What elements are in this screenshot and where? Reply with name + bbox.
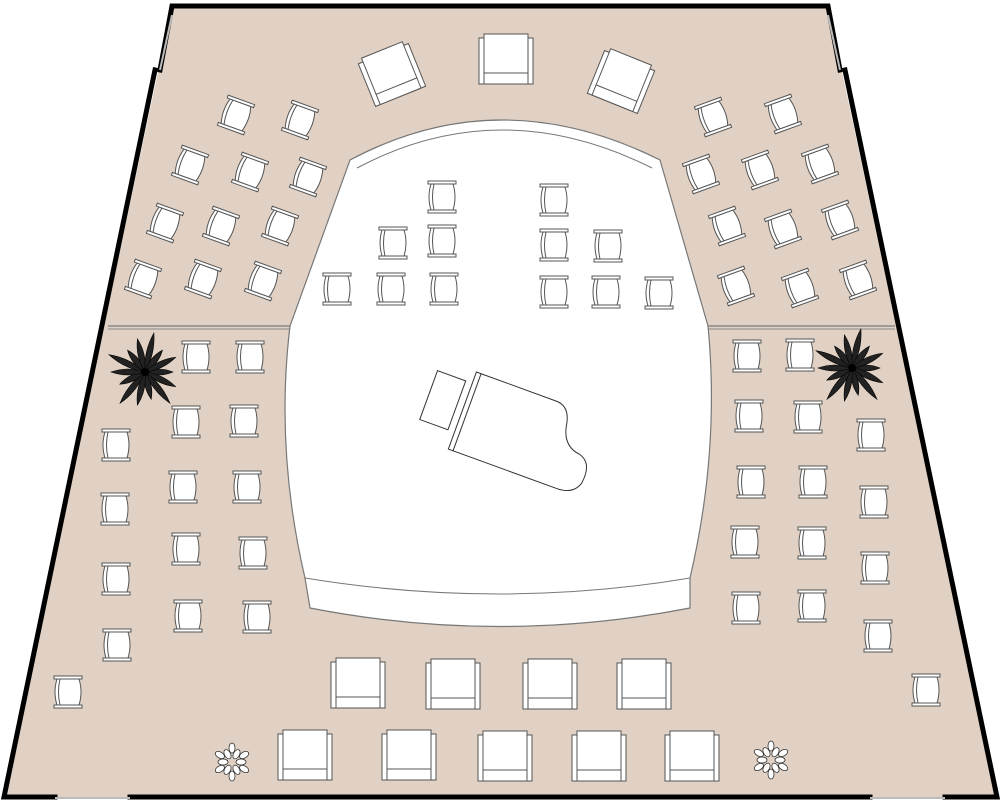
chair-icon bbox=[707, 205, 747, 247]
chair-icon bbox=[591, 275, 621, 309]
armchair-icon bbox=[522, 658, 578, 710]
chair-icon bbox=[242, 600, 272, 634]
chair-icon bbox=[427, 180, 457, 214]
chair-icon bbox=[800, 143, 840, 185]
chair-icon bbox=[732, 339, 762, 373]
chair-icon bbox=[780, 267, 820, 309]
grand-piano-icon bbox=[419, 370, 587, 492]
chair-icon bbox=[101, 562, 131, 596]
armchair-icon bbox=[571, 730, 627, 782]
chair-icon bbox=[243, 260, 283, 302]
chair-icon bbox=[238, 536, 268, 570]
chair-icon bbox=[797, 589, 827, 623]
flower-plant-icon bbox=[214, 742, 250, 782]
armchair-icon bbox=[478, 33, 534, 85]
stage bbox=[284, 119, 712, 628]
chair-icon bbox=[716, 265, 756, 307]
chair-icon bbox=[681, 153, 721, 195]
chair-icon bbox=[170, 144, 210, 186]
chair-icon bbox=[539, 183, 569, 217]
windows bbox=[55, 14, 945, 799]
armchair-icon bbox=[425, 658, 481, 710]
stage-apron bbox=[304, 577, 691, 595]
chair-icon bbox=[731, 591, 761, 625]
chair-icon bbox=[427, 224, 457, 258]
chair-icon bbox=[171, 532, 201, 566]
chair-icon bbox=[856, 418, 886, 452]
chair-icon bbox=[201, 205, 241, 247]
chair-icon bbox=[730, 525, 760, 559]
chair-icon bbox=[100, 492, 130, 526]
palm-plant-icon bbox=[108, 331, 177, 407]
stage-edge bbox=[356, 129, 653, 169]
chair-icon bbox=[859, 485, 889, 519]
chair-icon bbox=[860, 551, 890, 585]
chair-icon bbox=[820, 199, 860, 241]
chair-icon bbox=[376, 272, 406, 306]
chair-icon bbox=[230, 151, 270, 193]
armchair-icon bbox=[330, 657, 386, 709]
chair-icon bbox=[793, 400, 823, 434]
piano-bench bbox=[419, 370, 467, 431]
chair-icon bbox=[763, 208, 803, 250]
chair-icon bbox=[740, 149, 780, 191]
chair-icon bbox=[216, 94, 256, 136]
chair-icon bbox=[260, 205, 300, 247]
chair-icon bbox=[101, 428, 131, 462]
chair-icon bbox=[288, 156, 328, 198]
chair-icon bbox=[171, 405, 201, 439]
chair-icon bbox=[644, 276, 674, 310]
chair-icon bbox=[785, 338, 815, 372]
chair-icon bbox=[734, 399, 764, 433]
chair-icon bbox=[863, 619, 893, 653]
armchair-icon bbox=[477, 730, 533, 782]
chair-icon bbox=[232, 470, 262, 504]
chair-icon bbox=[145, 202, 185, 244]
chair-icon bbox=[123, 258, 163, 300]
palm-plant-icon bbox=[815, 327, 884, 403]
flower-plant-icon bbox=[753, 740, 789, 780]
chair-icon bbox=[53, 675, 83, 709]
armchair-icon bbox=[381, 729, 437, 781]
chair-icon bbox=[593, 229, 623, 263]
armchair-icon bbox=[586, 48, 656, 115]
armchair-icon bbox=[357, 41, 427, 108]
chair-icon bbox=[763, 93, 803, 135]
chair-icon bbox=[736, 465, 766, 499]
chair-icon bbox=[229, 404, 259, 438]
chair-icon bbox=[280, 99, 320, 141]
chair-icon bbox=[429, 272, 459, 306]
chair-icon bbox=[173, 599, 203, 633]
chair-icon bbox=[911, 673, 941, 707]
chair-icon bbox=[797, 526, 827, 560]
armchair-icon bbox=[616, 658, 672, 710]
chair-icon bbox=[168, 470, 198, 504]
chair-icon bbox=[181, 340, 211, 374]
chair-icon bbox=[235, 340, 265, 374]
armchair-icon bbox=[664, 730, 720, 782]
chair-icon bbox=[102, 628, 132, 662]
chair-icon bbox=[838, 259, 878, 301]
chair-icon bbox=[798, 465, 828, 499]
armchair-icon bbox=[277, 729, 333, 781]
chair-icon bbox=[322, 272, 352, 306]
chair-icon bbox=[539, 228, 569, 262]
chair-icon bbox=[539, 275, 569, 309]
chair-icon bbox=[183, 258, 223, 300]
chair-icon bbox=[378, 226, 408, 260]
chair-icon bbox=[693, 96, 733, 138]
